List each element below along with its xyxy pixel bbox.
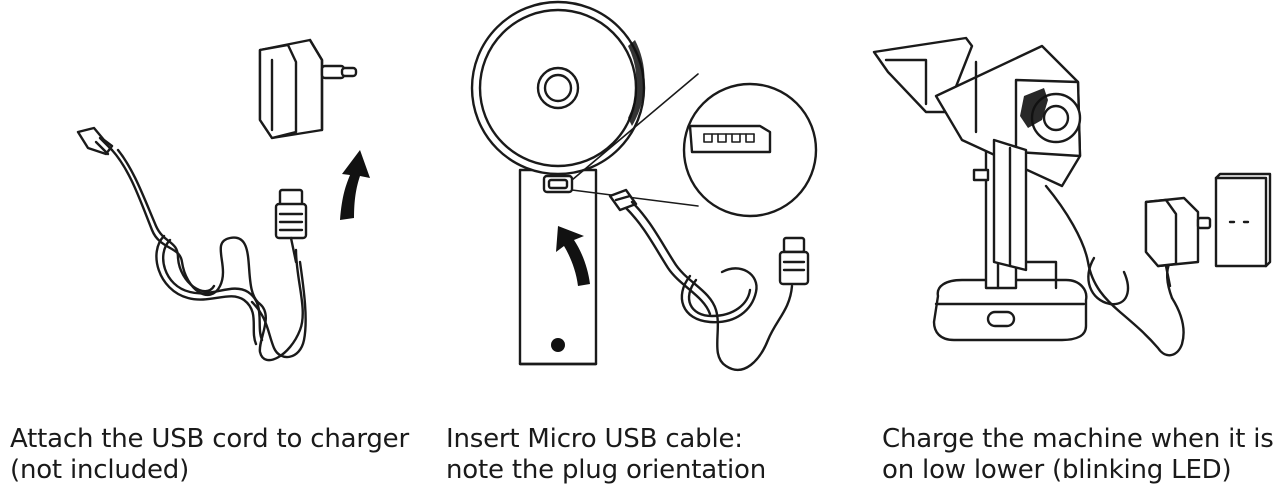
caption-line: Attach the USB cord to charger [10, 424, 409, 454]
caption-line: Insert Micro USB cable: [446, 424, 743, 454]
usb-cable-icon [76, 126, 308, 362]
step-3-illustration [866, 0, 1287, 400]
step-2-caption: Insert Micro USB cable: note the plug or… [446, 424, 766, 486]
wall-charger-icon [258, 38, 358, 140]
insert-arrow-icon [556, 226, 590, 286]
caption-line: on low lower (blinking LED) [882, 455, 1232, 485]
caption-line: Charge the machine when it is [882, 424, 1274, 454]
step-1-caption: Attach the USB cord to charger (not incl… [10, 424, 409, 486]
step-2-illustration [460, 0, 840, 400]
caption-line: (not included) [10, 455, 190, 485]
insert-arrow-icon [340, 150, 370, 220]
caption-line: note the plug orientation [446, 455, 766, 485]
wall-charger-icon [1144, 196, 1212, 288]
handheld-machine-icon [872, 36, 1082, 272]
port-zoom-callout [571, 73, 818, 218]
wall-outlet-icon [1214, 172, 1272, 268]
step-1-illustration [60, 0, 390, 400]
machine-handle-icon [470, 0, 646, 366]
micro-usb-cable-icon [608, 188, 810, 372]
step-3-caption: Charge the machine when it is on low low… [882, 424, 1274, 486]
